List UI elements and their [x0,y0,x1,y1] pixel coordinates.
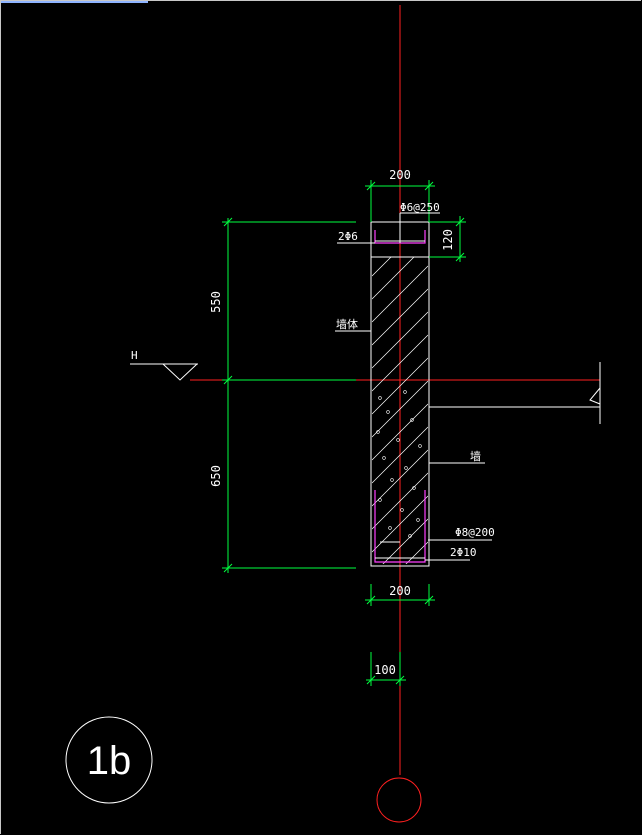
dim-left-heights [222,217,356,573]
aggregate-dot [400,508,404,512]
aggregate-dot [382,456,386,460]
hatch-line [372,472,428,530]
bottom-stirrup-rebar [374,490,426,563]
aggregate-dot [404,466,408,470]
dim-bottom-width-text: 200 [389,584,411,598]
hatch-line [372,403,428,461]
concrete-hatch [372,257,428,564]
hatch-line [372,257,415,300]
aggregate-dot [390,478,394,482]
dim-top-cap [429,216,466,262]
aggregate-dot [412,486,416,490]
label-top-bars: 2Φ6 [338,230,358,243]
hatch-line [372,449,428,507]
dim-top-cap-text: 120 [441,229,455,251]
detail-badge-circle [65,716,153,804]
aggregate-dot [408,534,412,538]
dim-upper-height-text: 550 [209,291,223,313]
dim-lower-height-text: 650 [209,465,223,487]
label-top-stirrup: Φ6@250 [400,201,440,214]
dim-top-width [365,180,435,222]
dim-offset-text: 100 [374,663,396,677]
hatch-line [372,426,428,484]
aggregate-dot [418,444,422,448]
dim-top-width-text: 200 [389,168,411,182]
hatch-line [372,357,428,415]
hatch-line [372,265,428,323]
hatch-line [372,311,428,369]
dim-bottom-width [365,584,435,606]
label-wall-left: 墙体 [336,317,358,331]
aggregate-dot [403,390,407,394]
aggregate-dot [396,438,400,442]
hatch-line [372,257,392,277]
hatch-line [382,518,428,564]
aggregate-dot [378,396,382,400]
dim-offset [366,652,406,686]
label-wall-right: 墙 [470,449,481,463]
aggregate-dot [386,410,390,414]
aggregate-dot [416,518,420,522]
hatch-line [372,380,428,438]
elevation-label: H [131,349,138,362]
hatch-line [372,334,428,392]
aggregate-dot [388,526,392,530]
beam-body [370,256,430,567]
label-bottom-bars: 2Φ10 [450,546,477,559]
label-bottom-stirrup: Φ8@200 [455,526,495,539]
hatch-line [372,288,428,346]
hatch-line [405,541,428,564]
aggregate-dot [378,498,382,502]
aggregate-dot [376,430,380,434]
top-toolbar-strip [0,0,148,3]
detail-badge-text: 1b [87,739,132,783]
hatch-line [372,495,428,553]
concrete-aggregate [376,390,422,538]
slab-break-symbol [429,362,601,424]
label-leaders [335,212,492,561]
aggregate-dot [410,418,414,422]
elevation-marker [130,363,198,381]
axis-bubble [376,777,422,823]
